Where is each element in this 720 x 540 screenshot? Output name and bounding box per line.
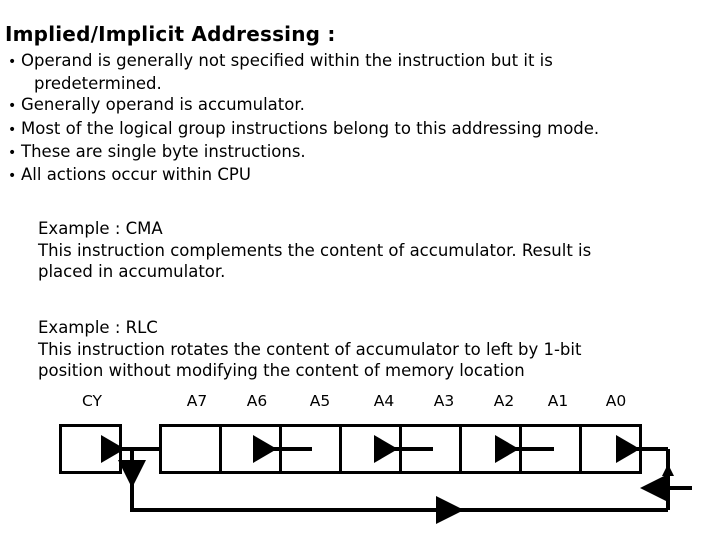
diagram-wiring	[101, 435, 692, 524]
rotate-left-register-diagram: CY A7 A6 A5 A4 A3 A2 A1 A0	[0, 392, 720, 532]
list-item-label: Most of the logical group instructions b…	[21, 118, 600, 138]
example-body-line: placed in accumulator.	[38, 262, 226, 281]
register-cell-a7	[162, 427, 222, 471]
page-title: Implied/Implicit Addressing :	[5, 22, 336, 46]
register-cell-a3	[402, 427, 462, 471]
bit-label-a1: A1	[547, 392, 569, 410]
feedback-riser-arrowhead	[662, 464, 674, 476]
example-body-line: This instruction complements the content…	[38, 240, 592, 260]
bullet-marker-icon: •	[8, 54, 17, 70]
list-item: •Generally operand is accumulator.	[8, 94, 708, 117]
bit-label-cy: CY	[81, 392, 103, 410]
list-item-continuation: predetermined.	[34, 74, 162, 94]
bullet-marker-icon: •	[8, 168, 17, 185]
example-block-cma: Example : CMA This instruction complemen…	[38, 218, 698, 283]
example-heading: Example : RLC	[38, 318, 158, 337]
register-cell-a1	[522, 427, 582, 471]
bit-label-a5: A5	[309, 392, 331, 410]
bullet-marker-icon: •	[8, 144, 17, 161]
register-cell-a5	[282, 427, 342, 471]
list-item-label: These are single byte instructions.	[21, 141, 306, 161]
bullet-list: •Operand is generally not specified with…	[8, 50, 708, 187]
bullet-marker-icon: •	[8, 98, 17, 115]
bullet-marker-icon: •	[8, 121, 17, 138]
bit-label-a3: A3	[433, 392, 455, 410]
list-item: •All actions occur within CPU	[8, 164, 708, 187]
bit-label-a6: A6	[246, 392, 268, 410]
list-item-label: Generally operand is accumulator.	[21, 95, 305, 115]
bit-label-a4: A4	[373, 392, 395, 410]
bit-label-a7: A7	[186, 392, 208, 410]
list-item: •Most of the logical group instructions …	[8, 118, 708, 141]
list-item-label: All actions occur within CPU	[21, 165, 251, 185]
list-item-label: Operand is generally not specified withi…	[21, 51, 553, 70]
example-body-line: position without modifying the content o…	[38, 361, 525, 380]
list-item: •Operand is generally not specified with…	[8, 50, 708, 73]
example-body-line: This instruction rotates the content of …	[38, 339, 582, 359]
example-heading: Example : CMA	[38, 219, 163, 238]
list-item: •These are single byte instructions.	[8, 141, 708, 164]
bit-label-a2: A2	[493, 392, 515, 410]
bit-label-a0: A0	[605, 392, 627, 410]
example-block-rlc: Example : RLC This instruction rotates t…	[38, 317, 698, 382]
